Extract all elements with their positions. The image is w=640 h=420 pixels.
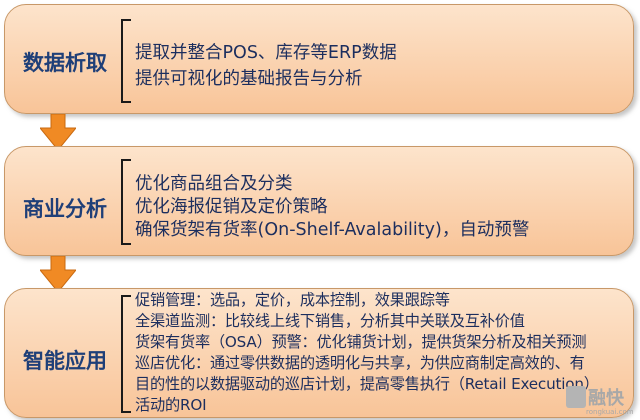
bracket-divider	[121, 19, 131, 103]
list-item: 目的性的以数据驱动的巡店计划，提高零售执行（Retail Execution）	[135, 375, 599, 393]
watermark-name: 融快	[588, 388, 624, 409]
bracket-divider	[121, 159, 131, 245]
section-business-analysis: 商业分析 优化商品组合及分类 优化海报促销及定价策略 确保货架有货率(On-Sh…	[4, 146, 634, 256]
down-arrow-icon	[40, 256, 76, 292]
section-title: 智能应用	[23, 349, 107, 373]
watermark-url: rongkuai.com	[586, 408, 634, 416]
list-item: 提取并整合POS、库存等ERP数据	[135, 43, 397, 63]
list-item: 促销管理：选品，定价，成本控制，效果跟踪等	[135, 291, 450, 309]
list-item: 确保货架有货率(On-Shelf-Avalability)，自动预警	[135, 220, 530, 240]
brand-logo-icon	[566, 386, 586, 408]
section-title: 商业分析	[23, 197, 107, 221]
section-smart-application: 智能应用 促销管理：选品，定价，成本控制，效果跟踪等 全渠道监测：比较线上线下销…	[4, 288, 634, 418]
section-item-list: 优化商品组合及分类 优化海报促销及定价策略 确保货架有货率(On-Shelf-A…	[135, 173, 625, 242]
list-item: 巡店优化：通过零供数据的透明化与共享，为供应商制定高效的、有	[135, 354, 585, 372]
section-data-extraction: 数据析取 提取并整合POS、库存等ERP数据 提供可视化的基础报告与分析	[4, 4, 634, 114]
list-item: 活动的ROI	[135, 396, 207, 414]
list-item: 货架有货率（OSA）预警：优化铺货计划，提供货架分析及相关预测	[135, 333, 587, 351]
section-item-list: 促销管理：选品，定价，成本控制，效果跟踪等 全渠道监测：比较线上线下销售，分析其…	[135, 290, 625, 416]
list-item: 全渠道监测：比较线上线下销售，分析其中关联及互补价值	[135, 312, 525, 330]
down-arrow-icon	[40, 114, 76, 150]
section-item-list: 提取并整合POS、库存等ERP数据 提供可视化的基础报告与分析	[135, 40, 625, 92]
section-title: 数据析取	[23, 51, 107, 75]
list-item: 优化海报促销及定价策略	[135, 197, 328, 217]
list-item: 优化商品组合及分类	[135, 174, 293, 194]
watermark: 融快 rongkuai.com	[566, 384, 638, 418]
list-item: 提供可视化的基础报告与分析	[135, 69, 363, 89]
bracket-divider	[121, 295, 131, 413]
